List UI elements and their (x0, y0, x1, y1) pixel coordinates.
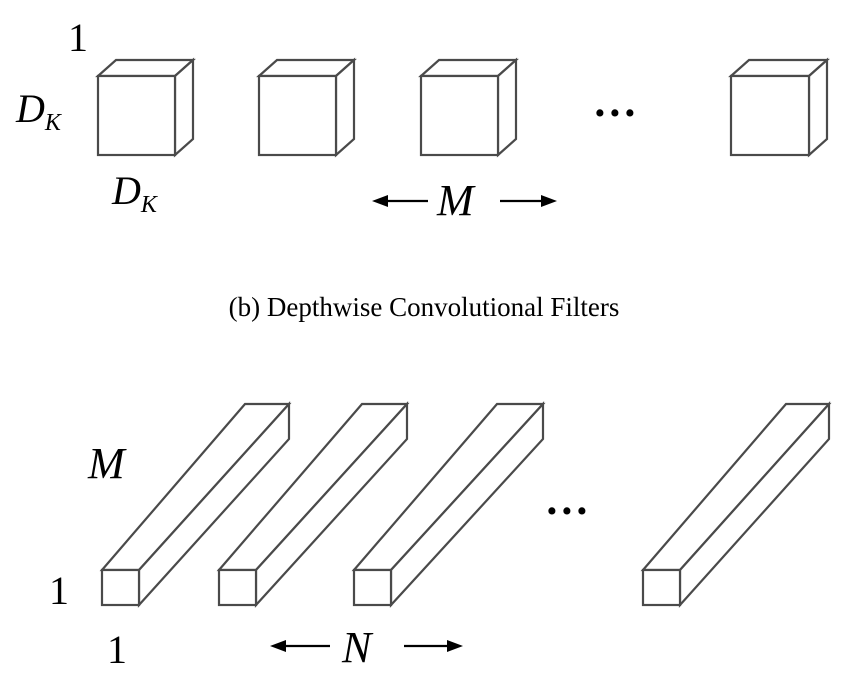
ellipsis: ... (596, 77, 641, 126)
count-label: N (341, 623, 374, 672)
ellipsis: ... (548, 475, 593, 524)
width-label: 1 (107, 627, 127, 672)
count-label: M (436, 176, 476, 225)
depth-label: 1 (68, 15, 88, 60)
depthwise-panel: 1 DK DK ... M (b) Depthwise Convolutiona… (15, 15, 830, 322)
depthwise-filter-cube (95, 57, 196, 158)
arrow-left-head (372, 195, 388, 207)
height-label: DK (15, 86, 63, 136)
arrow-right-head (541, 195, 557, 207)
height-label: 1 (49, 568, 69, 613)
depth-label: M (87, 439, 127, 488)
arrow-left-head (270, 640, 286, 652)
pointwise-filter-bar (640, 401, 832, 608)
depthwise-filter-cube (728, 57, 830, 158)
count-arrow: M (372, 176, 557, 225)
depthwise-filter-cube (418, 57, 519, 158)
pointwise-filter-bar (216, 401, 410, 608)
depthwise-filter-cube (256, 57, 357, 158)
arrow-right-head (447, 640, 463, 652)
pointwise-filter-bar (351, 401, 546, 608)
count-arrow: N (270, 623, 463, 672)
pointwise-filter-bar (99, 401, 292, 608)
width-label: DK (111, 168, 159, 218)
caption: (b) Depthwise Convolutional Filters (229, 292, 620, 322)
pointwise-panel: M 1 1 ... N (49, 401, 832, 672)
